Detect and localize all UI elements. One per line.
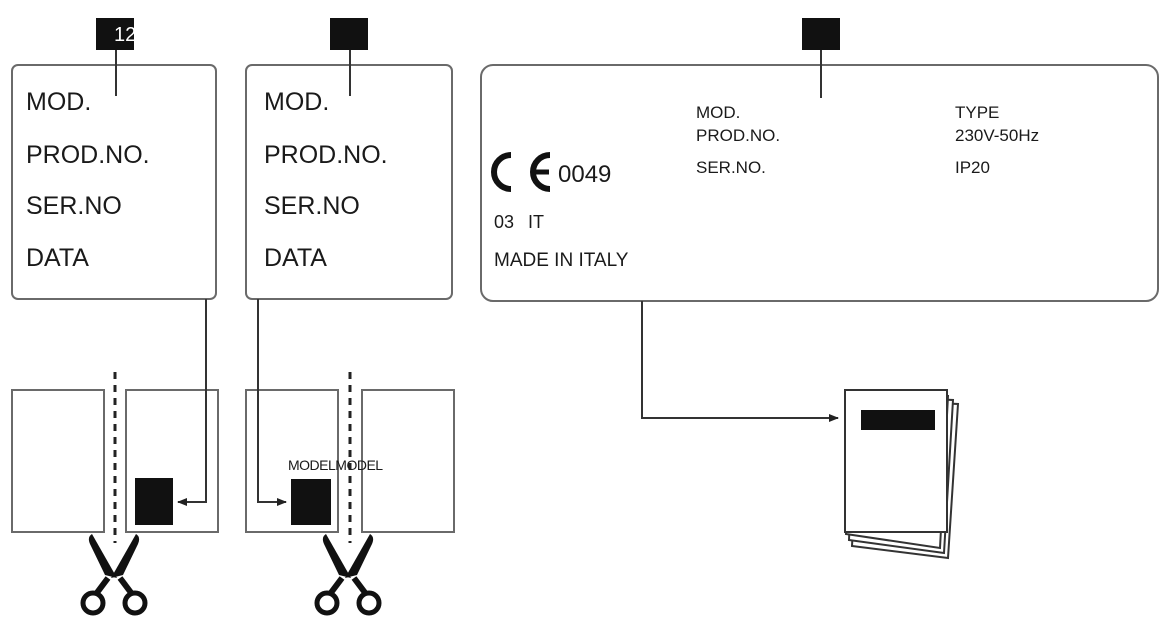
arrow-middle-to-sticker [257, 299, 287, 506]
sticker-middle [291, 479, 331, 525]
label-middle-prodno: PROD.NO. [264, 141, 388, 169]
ce-number: 0049 [558, 161, 611, 188]
label-middle-data: DATA [264, 244, 327, 272]
field-ip-rating: IP20 [955, 158, 990, 177]
badge-left-number: 12 [114, 24, 136, 46]
cutout-middle: MODELMODEL [245, 299, 455, 543]
label-right-frame [480, 64, 1159, 302]
manual-booklet-icon [844, 389, 960, 560]
scissors-icon [314, 534, 382, 616]
made-in-text: MADE IN ITALY [494, 250, 629, 271]
badge-left [96, 18, 134, 50]
sticker-text: MODELMODEL [288, 457, 383, 473]
field-voltage: 230V-50Hz [955, 126, 1039, 145]
badge-middle [330, 18, 368, 50]
field-mod: MOD. [696, 103, 740, 122]
manual-label-area [861, 410, 935, 430]
label-middle: MOD. PROD.NO. SER.NO DATA [245, 18, 453, 300]
country-code-2: IT [528, 212, 544, 232]
cutout-middle-panel-b [361, 389, 455, 533]
scissors-icon [80, 534, 148, 616]
ce-mark-icon [491, 152, 551, 192]
field-serno: SER.NO. [696, 158, 766, 177]
country-code-1: 03 [494, 212, 514, 232]
label-left-serno: SER.NO [26, 192, 122, 220]
arrow-left-to-sticker [177, 299, 207, 506]
label-middle-serno: SER.NO [264, 192, 360, 220]
field-type: TYPE [955, 103, 999, 122]
cutout-left [11, 299, 219, 543]
field-prodno: PROD.NO. [696, 126, 780, 145]
label-left-mod: MOD. [26, 88, 91, 116]
label-left-frame [11, 64, 217, 300]
sticker-left [135, 478, 173, 525]
label-middle-mod: MOD. [264, 88, 329, 116]
label-right: 0049 03 IT MADE IN ITALY MOD. PROD.NO. S… [480, 18, 1159, 302]
label-left-data: DATA [26, 244, 89, 272]
label-left: 12 MOD. PROD.NO. SER.NO DATA [11, 18, 217, 300]
label-left-prodno: PROD.NO. [26, 141, 150, 169]
cutout-left-panel-a [11, 389, 105, 533]
badge-right [802, 18, 840, 50]
arrow-right-to-manual [641, 301, 839, 422]
